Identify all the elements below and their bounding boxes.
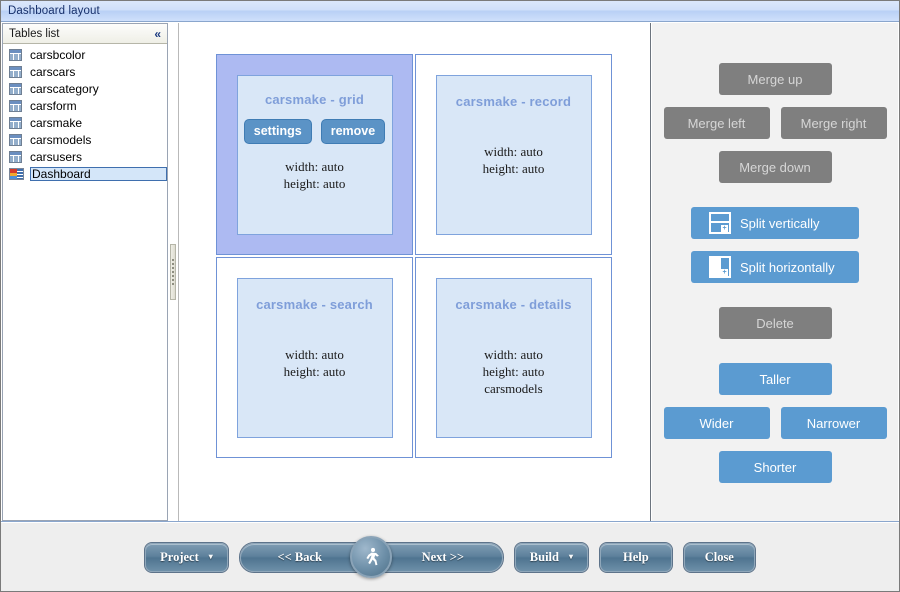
widget-prop-height: height: auto bbox=[283, 176, 346, 191]
list-item[interactable]: carsmake bbox=[3, 114, 167, 131]
close-button[interactable]: Close bbox=[682, 541, 756, 573]
split-vertical-icon: + bbox=[709, 212, 731, 234]
grid-cell-r2c2[interactable]: carsmake - details width: auto height: a… bbox=[415, 257, 612, 458]
shorter-button[interactable]: Shorter bbox=[718, 451, 832, 483]
split-horizontal-icon: + bbox=[709, 256, 731, 278]
running-man-icon[interactable] bbox=[350, 536, 393, 578]
list-item[interactable]: carscars bbox=[3, 63, 167, 80]
help-button[interactable]: Help bbox=[598, 541, 673, 573]
list-item-label: carscategory bbox=[30, 81, 99, 96]
layout-tools-panel: Merge up Merge left Merge right Merge do… bbox=[652, 23, 898, 521]
wizard-nav-pill: << Back Next >> bbox=[238, 536, 504, 578]
table-icon bbox=[9, 150, 22, 163]
splitter-grip bbox=[170, 244, 176, 300]
project-menu-button[interactable]: Project ▾ bbox=[144, 541, 229, 573]
list-item-label: carsform bbox=[30, 98, 77, 113]
widget-title: carsmake - details bbox=[455, 296, 572, 312]
widget-prop-height: height: auto bbox=[482, 363, 545, 379]
widget-properties: width: auto height: auto bbox=[284, 158, 346, 192]
list-item[interactable]: carsform bbox=[3, 97, 167, 114]
widget-title: carsmake - record bbox=[455, 93, 572, 109]
table-icon bbox=[9, 116, 22, 129]
list-item-label: carsusers bbox=[30, 149, 83, 164]
remove-button[interactable]: remove bbox=[320, 118, 386, 144]
wizard-toolbar: Project ▾ << Back Next >> Build ▾ Help C… bbox=[1, 523, 899, 591]
build-menu-button[interactable]: Build ▾ bbox=[513, 541, 589, 573]
widget-properties: width: auto height: auto bbox=[483, 143, 545, 177]
table-icon bbox=[9, 48, 22, 61]
widget-prop-height: height: auto bbox=[482, 160, 545, 176]
widget-prop-relation: carsmodels bbox=[484, 380, 543, 396]
sidebar-splitter[interactable] bbox=[168, 23, 178, 521]
grid-cell-r2c1[interactable]: carsmake - search width: auto height: au… bbox=[216, 257, 413, 458]
back-button[interactable]: << Back bbox=[238, 541, 373, 573]
list-item[interactable]: carsusers bbox=[3, 148, 167, 165]
widget-carsmake-grid[interactable]: carsmake - grid settings remove width: a… bbox=[236, 74, 393, 235]
project-label: Project bbox=[160, 549, 199, 564]
widget-carsmake-record[interactable]: carsmake - record width: auto height: au… bbox=[435, 74, 592, 235]
list-item-label: carsbcolor bbox=[30, 47, 86, 62]
content-area: Tables list « carsbcolor carscars carsca… bbox=[1, 22, 899, 522]
double-chevron-left-icon[interactable]: « bbox=[154, 26, 161, 41]
list-item[interactable]: carscategory bbox=[3, 80, 167, 97]
dashboard-icon bbox=[9, 167, 24, 180]
window-title: Dashboard layout bbox=[8, 5, 100, 17]
widget-properties: width: auto height: auto bbox=[284, 346, 346, 380]
list-item[interactable]: carsmodels bbox=[3, 131, 167, 148]
delete-button[interactable]: Delete bbox=[718, 307, 832, 339]
merge-right-button[interactable]: Merge right bbox=[780, 107, 887, 139]
table-icon bbox=[9, 82, 22, 95]
widget-title: carsmake - grid bbox=[264, 91, 365, 107]
chevron-down-icon: ▾ bbox=[568, 552, 573, 561]
list-item-label: carscars bbox=[30, 64, 76, 79]
merge-up-button[interactable]: Merge up bbox=[718, 63, 832, 95]
grid-cell-r1c2[interactable]: carsmake - record width: auto height: au… bbox=[415, 54, 612, 255]
widget-prop-width: width: auto bbox=[285, 159, 344, 174]
layout-canvas: carsmake - grid settings remove width: a… bbox=[178, 23, 651, 521]
tables-list-title: Tables list bbox=[9, 27, 60, 40]
table-icon bbox=[9, 133, 22, 146]
widget-title: carsmake - search bbox=[256, 296, 373, 312]
window-titlebar: Dashboard layout bbox=[1, 1, 899, 22]
widget-prop-width: width: auto bbox=[484, 143, 543, 159]
list-item-dashboard[interactable]: Dashboard bbox=[3, 165, 167, 182]
tables-list-header: Tables list « bbox=[3, 24, 167, 44]
settings-button[interactable]: settings bbox=[243, 118, 312, 144]
narrower-button[interactable]: Narrower bbox=[780, 407, 887, 439]
list-item-label: carsmake bbox=[30, 115, 83, 130]
tables-list: carsbcolor carscars carscategory carsfor… bbox=[3, 44, 167, 520]
table-icon bbox=[9, 99, 22, 112]
grid-cell-r1c1[interactable]: carsmake - grid settings remove width: a… bbox=[216, 54, 413, 255]
widget-prop-width: width: auto bbox=[484, 346, 543, 362]
chevron-down-icon: ▾ bbox=[208, 552, 213, 561]
widget-carsmake-details[interactable]: carsmake - details width: auto height: a… bbox=[435, 277, 592, 438]
wider-button[interactable]: Wider bbox=[663, 407, 770, 439]
widget-actions: settings remove bbox=[243, 118, 386, 144]
taller-button[interactable]: Taller bbox=[718, 363, 832, 395]
layout-grid: carsmake - grid settings remove width: a… bbox=[216, 54, 612, 458]
list-item-label: Dashboard bbox=[30, 166, 167, 181]
list-item[interactable]: carsbcolor bbox=[3, 46, 167, 63]
widget-prop-width: width: auto bbox=[285, 346, 344, 362]
widget-prop-height: height: auto bbox=[283, 363, 346, 379]
split-vertically-label: Split vertically bbox=[740, 215, 820, 231]
split-horizontally-label: Split horizontally bbox=[740, 259, 835, 275]
merge-left-button[interactable]: Merge left bbox=[663, 107, 770, 139]
merge-down-button[interactable]: Merge down bbox=[718, 151, 832, 183]
table-icon bbox=[9, 65, 22, 78]
split-horizontally-button[interactable]: + Split horizontally bbox=[691, 251, 859, 283]
list-item-label: carsmodels bbox=[30, 132, 92, 147]
split-vertically-button[interactable]: + Split vertically bbox=[691, 207, 859, 239]
build-label: Build bbox=[529, 549, 559, 564]
widget-carsmake-search[interactable]: carsmake - search width: auto height: au… bbox=[236, 277, 393, 438]
widget-properties: width: auto height: auto carsmodels bbox=[483, 346, 545, 397]
tables-list-panel: Tables list « carsbcolor carscars carsca… bbox=[2, 23, 168, 521]
